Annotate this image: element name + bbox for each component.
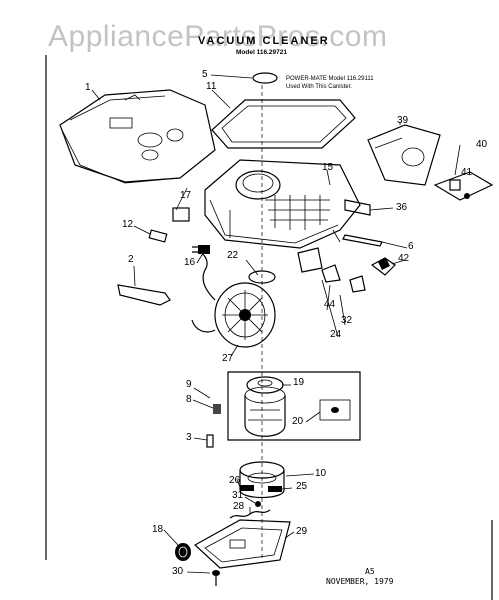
part-3 (206, 434, 214, 448)
lid-assembly (59, 89, 216, 184)
watermark: AppliancePartsPros.com (48, 20, 388, 53)
callout-3: 3 (186, 432, 192, 443)
callout-24: 24 (330, 329, 342, 340)
callout-6: 6 (408, 241, 414, 252)
model-number: Model 116.29721 (236, 49, 287, 56)
part-24 (297, 247, 323, 273)
brush-part-25 (268, 486, 282, 492)
callout-18: 18 (152, 524, 164, 535)
callout-15: 15 (322, 162, 334, 173)
part-36 (344, 199, 371, 216)
part-44 (349, 275, 366, 293)
bracket-part-40 (433, 171, 494, 201)
callout-41: 41 (461, 167, 473, 178)
brush-part-26 (240, 485, 254, 491)
cord-reel (191, 251, 276, 348)
callout-16: 16 (184, 257, 196, 268)
note-line-2: Used With This Canister. (286, 84, 352, 90)
part-12 (148, 229, 168, 243)
page-code: A5 (365, 567, 375, 576)
callout-27: 27 (222, 353, 234, 364)
callout-8: 8 (186, 394, 192, 405)
power-mate-box (367, 124, 441, 186)
callout-17: 17 (180, 190, 192, 201)
handle-part-2 (117, 284, 171, 306)
callout-31: 31 (232, 490, 244, 501)
part-17 (172, 207, 190, 222)
disc-part-5 (252, 72, 278, 84)
callout-42: 42 (398, 253, 410, 264)
callout-9: 9 (186, 379, 192, 390)
note-line-1: POWER-MATE Model 116.29111 (286, 76, 374, 82)
callout-22: 22 (227, 250, 239, 261)
callout-25: 25 (296, 481, 308, 492)
callout-30: 30 (172, 566, 184, 577)
diagram-title: VACUUM CLEANER (198, 35, 330, 47)
screw (212, 570, 220, 586)
power-plug (192, 245, 210, 254)
callout-11: 11 (206, 81, 217, 92)
screw-part-31 (255, 501, 261, 507)
callout-40: 40 (476, 139, 488, 150)
callout-12: 12 (122, 219, 134, 230)
canister-body (204, 159, 361, 249)
callout-2: 2 (128, 254, 134, 265)
callout-26: 26 (229, 475, 241, 486)
callout-19: 19 (293, 377, 305, 388)
part-32 (321, 264, 341, 283)
switch-part-42 (370, 257, 396, 276)
bolt-part-8 (213, 404, 221, 414)
callout-5: 5 (202, 69, 208, 80)
leader-lines (91, 74, 461, 574)
callout-39: 39 (397, 115, 409, 126)
callout-1: 1 (85, 82, 91, 93)
filter-frame (211, 99, 356, 149)
motor-assembly (227, 371, 361, 441)
base-plate (193, 519, 291, 569)
callout-44: 44 (324, 299, 336, 310)
caster-wheel (175, 543, 191, 561)
callout-20: 20 (292, 416, 304, 427)
publication-date: NOVEMBER, 1979 (326, 577, 394, 586)
part-6 (342, 234, 383, 247)
callout-29: 29 (296, 526, 308, 537)
callout-32: 32 (341, 315, 353, 326)
callout-36: 36 (396, 202, 408, 213)
callout-28: 28 (233, 501, 245, 512)
callout-10: 10 (315, 468, 327, 479)
